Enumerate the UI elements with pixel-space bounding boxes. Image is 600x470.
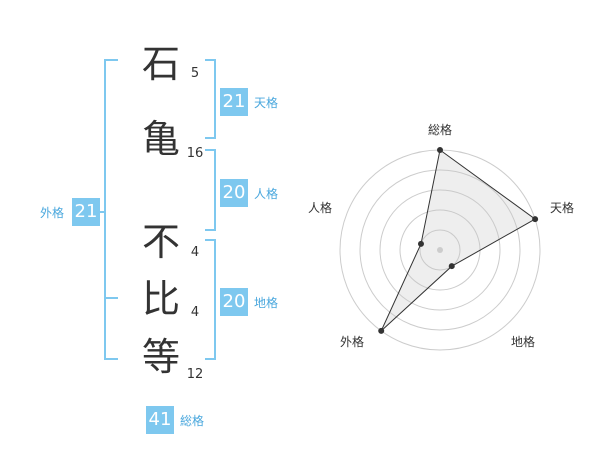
- radar-point: [448, 263, 455, 270]
- jinkaku-bracket: [205, 149, 216, 231]
- soukaku-label: 総格: [180, 414, 205, 428]
- stroke-count-2: 16: [186, 146, 204, 161]
- chikaku-label: 地格: [254, 296, 279, 310]
- tenkaku-value: 21: [220, 88, 248, 116]
- radar-center: [437, 247, 443, 253]
- radar-axis-label-chikaku: 地格: [511, 335, 536, 349]
- radar-axis-label-jinkaku: 人格: [308, 201, 333, 215]
- stroke-count-4: 4: [190, 305, 200, 320]
- radar-point: [378, 327, 385, 334]
- radar-ring: [419, 229, 461, 271]
- radar-axis-label-tenkaku: 天格: [550, 201, 575, 215]
- radar-point: [532, 216, 539, 223]
- radar-ring: [379, 189, 501, 311]
- name-char-4: 比: [141, 277, 180, 321]
- radar-ring: [359, 169, 521, 331]
- chikaku-bracket: [205, 239, 216, 360]
- gaikaku-value: 21: [72, 198, 100, 226]
- tenkaku-label: 天格: [254, 96, 279, 110]
- jinkaku-value: 20: [220, 179, 248, 207]
- radar-area: [380, 149, 537, 332]
- name-char-1: 石: [141, 42, 180, 86]
- jinkaku-label: 人格: [254, 187, 279, 201]
- radar-axis-label-gaikaku: 外格: [340, 335, 365, 349]
- radar-axis-label-soukaku: 総格: [428, 123, 453, 137]
- name-char-5: 等: [141, 335, 180, 379]
- stroke-count-1: 5: [190, 66, 200, 81]
- stroke-count-5: 12: [186, 367, 204, 382]
- gaikaku-bracket: [104, 59, 118, 360]
- radar-point: [437, 147, 443, 153]
- tenkaku-bracket: [205, 59, 216, 139]
- name-char-3: 不: [141, 220, 180, 264]
- chikaku-value: 20: [220, 288, 248, 316]
- stroke-count-3: 4: [190, 245, 200, 260]
- name-char-2: 亀: [141, 117, 180, 161]
- soukaku-value: 41: [146, 406, 174, 434]
- radar-point: [417, 240, 424, 247]
- gaikaku-label: 外格: [40, 206, 65, 220]
